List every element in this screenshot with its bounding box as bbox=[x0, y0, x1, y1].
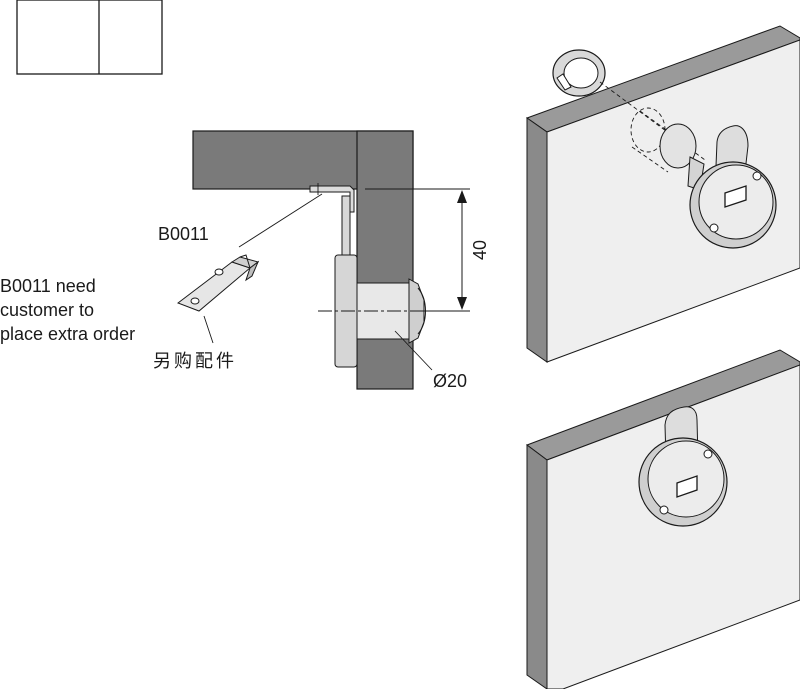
dimension-label-diameter: Ø20 bbox=[433, 371, 467, 391]
part-code-label: B0011 bbox=[158, 224, 209, 244]
bracket-part bbox=[176, 254, 260, 312]
title-block bbox=[16, 0, 163, 75]
bracket-section bbox=[309, 185, 355, 213]
cam-lock-exploded bbox=[659, 123, 777, 249]
note-line-1: B0011 need bbox=[0, 276, 96, 296]
dimension-label-40: 40 bbox=[470, 240, 490, 260]
isometric-panel-exploded bbox=[525, 25, 800, 363]
isometric-panel-assembled bbox=[525, 349, 800, 689]
bracket-callout: B0011 B0011 need customer to place extra… bbox=[0, 183, 323, 372]
side-board bbox=[356, 130, 414, 390]
note-line-3: place extra order bbox=[0, 324, 135, 344]
section-view: 40 Ø20 bbox=[192, 130, 490, 391]
note-line-2: customer to bbox=[0, 300, 94, 320]
cam-lock-assembled bbox=[638, 406, 728, 527]
retaining-ring bbox=[552, 49, 606, 97]
note-chinese: 另购配件 bbox=[153, 351, 237, 372]
